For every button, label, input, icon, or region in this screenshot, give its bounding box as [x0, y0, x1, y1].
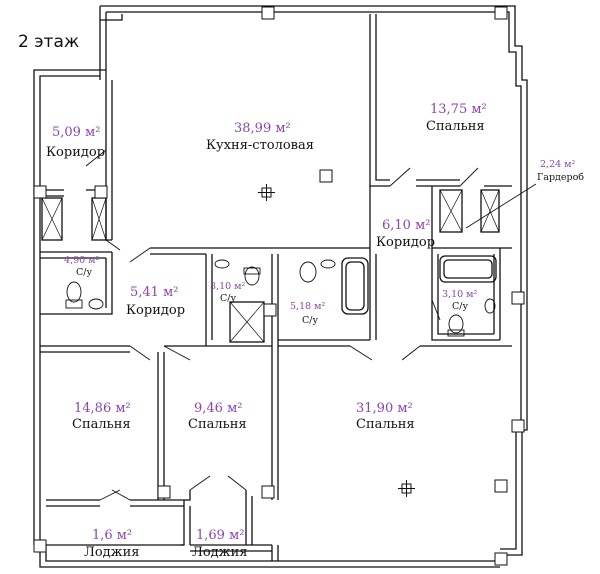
- bedroom-s-area: 9,46 м²: [194, 401, 243, 416]
- kitchen-area: 38,99 м²: [234, 121, 291, 136]
- bath-w-area: 4,90 м²: [64, 255, 100, 266]
- bath-c2-area: 5,18 м²: [290, 301, 326, 312]
- bath-w-name: С/у: [76, 267, 93, 278]
- columns: [33, 6, 525, 566]
- bedroom-sw-area: 14,86 м²: [74, 401, 131, 416]
- interior-walls: [40, 14, 512, 561]
- bedroom-ne-area: 13,75 м²: [430, 102, 487, 117]
- outer-walls: [33, 5, 528, 568]
- corridor-nw-area: 5,09 м²: [52, 125, 101, 140]
- fixtures: [65, 259, 496, 337]
- corridor-e-name: Коридор: [376, 235, 436, 250]
- bedroom-se-area: 31,90 м²: [356, 401, 413, 416]
- bedroom-sw-name: Спальня: [72, 417, 131, 432]
- loggia-2-area: 1,69 м²: [196, 528, 245, 543]
- wardrobe-leader-line: [465, 183, 537, 229]
- loggia-2-name: Лоджия: [192, 545, 248, 560]
- bath-e-name: С/у: [452, 301, 469, 312]
- bath-c1-area: 3,10 м²: [210, 281, 246, 292]
- door-swings: [85, 149, 479, 501]
- corridor-nw-name: Коридор: [46, 145, 106, 160]
- bedroom-se-name: Спальня: [356, 417, 415, 432]
- floor-label: 2 этаж: [18, 32, 80, 52]
- kitchen-name: Кухня-столовая: [206, 138, 314, 153]
- bedroom-ne-name: Спальня: [426, 119, 485, 134]
- loggia-1-area: 1,6 м²: [92, 528, 133, 543]
- bath-c1-name: С/у: [220, 293, 237, 304]
- loggia-1-name: Лоджия: [84, 545, 140, 560]
- bath-c2-name: С/у: [302, 315, 319, 326]
- ceiling-marks: [258, 184, 415, 497]
- corridor-e-area: 6,10 м²: [382, 218, 431, 233]
- corridor-c-area: 5,41 м²: [130, 285, 179, 300]
- wardrobe-area: 2,24 м²: [540, 159, 576, 170]
- corridor-c-name: Коридор: [126, 303, 186, 318]
- bedroom-s-name: Спальня: [188, 417, 247, 432]
- bath-e-area: 3,10 м²: [442, 289, 478, 300]
- wardrobe-name: Гардероб: [537, 172, 585, 183]
